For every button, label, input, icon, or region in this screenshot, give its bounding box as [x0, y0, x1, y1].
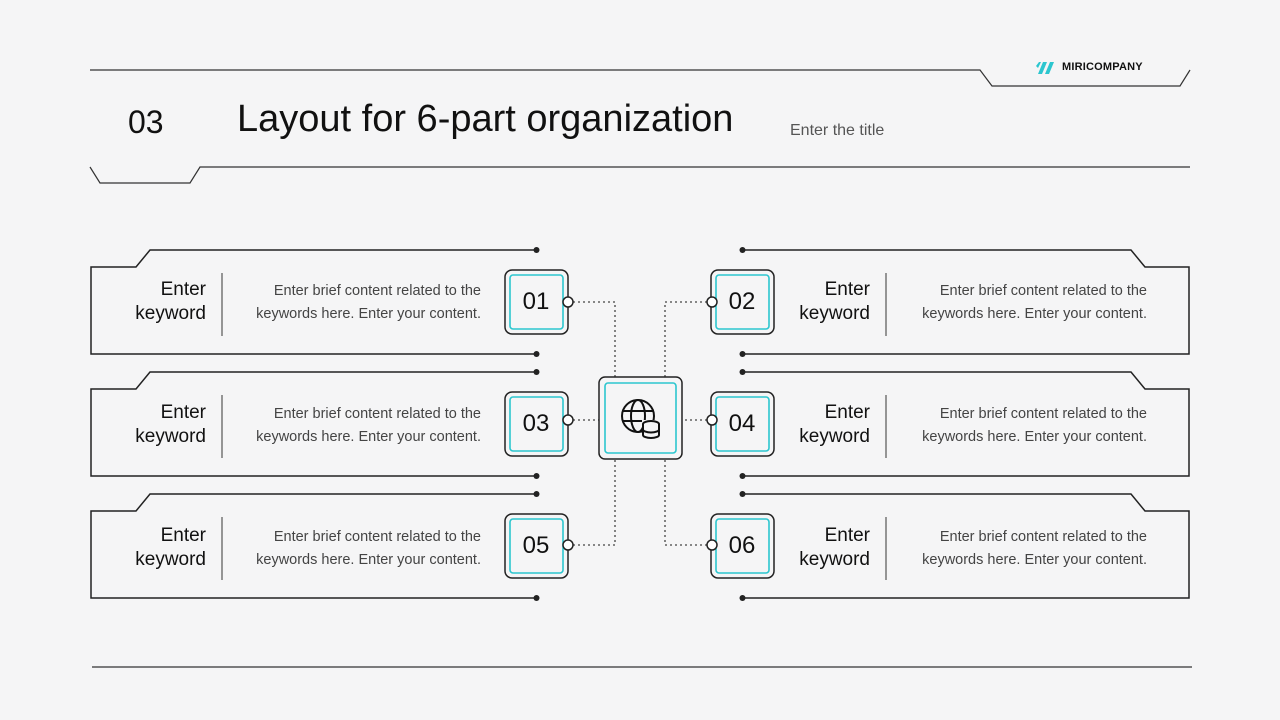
brand-logo-icon	[1036, 62, 1054, 74]
hub-box	[598, 376, 683, 460]
connector-dot	[533, 491, 540, 497]
connector-dot	[533, 595, 540, 601]
connector-line	[664, 460, 712, 546]
item-number: 06	[728, 532, 756, 559]
brand: MIRICOMPANY	[1036, 60, 1143, 74]
item-number: 05	[522, 532, 550, 559]
connector-node	[562, 296, 574, 308]
connector-node	[562, 414, 574, 426]
card-outline	[743, 493, 1190, 599]
brand-name: MIRICOMPANY	[1062, 61, 1143, 73]
connector-dot	[739, 491, 746, 497]
connector-dot	[739, 369, 746, 375]
connector-dot	[739, 595, 746, 601]
card-outline	[743, 371, 1190, 477]
connector-node	[706, 414, 718, 426]
connector-node	[562, 539, 574, 551]
connector-dot	[739, 351, 746, 357]
connector-line	[568, 460, 616, 546]
connector-dot	[533, 369, 540, 375]
card-outline	[90, 249, 537, 355]
card-outline	[90, 493, 537, 599]
connector-dot	[533, 351, 540, 357]
card-outline	[90, 371, 537, 477]
slide-subtitle: Enter the title	[790, 122, 885, 139]
card-outline	[743, 249, 1190, 355]
number-box-accent	[509, 396, 564, 452]
item-number: 02	[728, 288, 756, 315]
connector-line	[568, 301, 616, 378]
globe-database-icon	[618, 396, 664, 442]
slide-title: Layout for 6-part organization	[237, 98, 734, 140]
header-bottom-line	[89, 166, 1190, 184]
item-number: 04	[728, 410, 756, 437]
header-top-line	[90, 69, 1191, 87]
connector-dot	[739, 247, 746, 253]
connector-dot	[533, 473, 540, 479]
connector-node	[706, 539, 718, 551]
hub-box-accent	[604, 382, 677, 454]
connector-node	[706, 296, 718, 308]
connector-dot	[533, 247, 540, 253]
section-number: 03	[128, 104, 164, 140]
item-number: 03	[522, 410, 550, 437]
item-number: 01	[522, 288, 550, 315]
connector-dot	[739, 473, 746, 479]
connector-line	[664, 301, 712, 378]
